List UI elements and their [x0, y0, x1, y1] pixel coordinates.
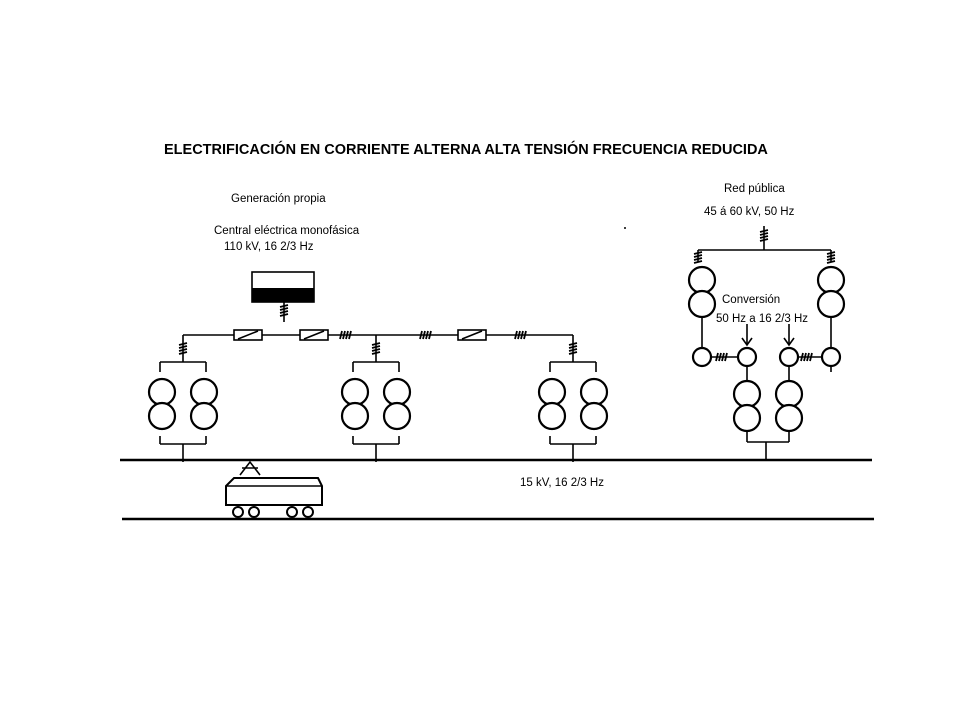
substation-transformer-3 — [539, 362, 607, 462]
plant-voltage-label: 110 kV, 16 2/3 Hz — [224, 241, 314, 253]
diagram-title: ELECTRIFICACIÓN EN CORRIENTE ALTERNA ALT… — [164, 140, 768, 158]
substation-transformer-1 — [149, 362, 217, 462]
conversion-station — [687, 226, 846, 460]
generation-label: Generación propia — [231, 193, 326, 205]
plant-label: Central eléctrica monofásica — [214, 225, 360, 237]
stray-dot — [624, 227, 626, 229]
power-plant-icon — [251, 271, 315, 303]
substation-transformer-2 — [342, 362, 410, 462]
electric-locomotive-icon — [225, 460, 323, 518]
conversion-label: Conversión — [722, 294, 780, 306]
conversion-frequency-label: 50 Hz a 16 2/3 Hz — [716, 313, 808, 325]
public-grid-label: Red pública — [724, 183, 785, 195]
grid-voltage-label: 45 á 60 kV, 50 Hz — [704, 206, 795, 218]
catenary-voltage-label: 15 kV, 16 2/3 Hz — [520, 477, 604, 489]
